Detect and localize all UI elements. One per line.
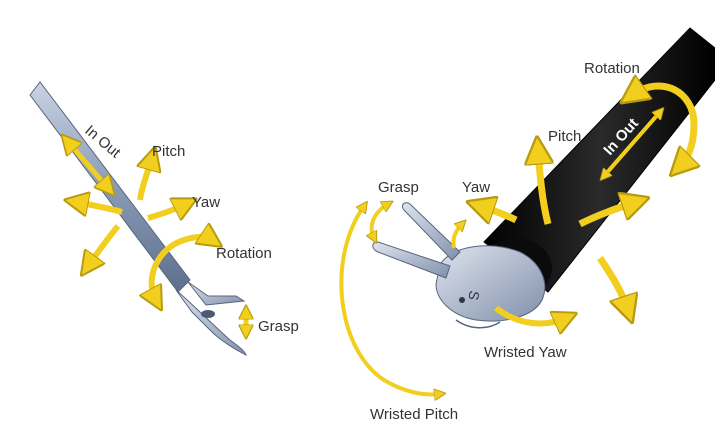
left-jaw-hole <box>201 310 215 318</box>
right-jaw-upper <box>402 203 460 260</box>
right-label-yaw: Yaw <box>462 179 490 196</box>
right-yaw-arrow <box>480 206 516 220</box>
left-pitch-arrow-down <box>88 226 118 266</box>
left-label-rotation: Rotation <box>216 245 272 262</box>
right-grasp-arrow <box>372 204 388 238</box>
left-jaw-upper <box>188 282 244 305</box>
right-label-wristed-pitch: Wristed Pitch <box>370 406 458 423</box>
right-wristed-pitch-arrow <box>341 206 440 394</box>
right-label-grasp: Grasp <box>378 179 419 196</box>
left-pitch-arrow <box>140 158 152 200</box>
left-yaw-arrow <box>148 204 186 218</box>
left-instrument: In Out Pitch Yaw Rotation Grasp <box>30 82 299 355</box>
right-wrist-small-arrow <box>453 224 462 248</box>
right-jaw-lower <box>373 242 450 278</box>
right-label-pitch: Pitch <box>548 128 581 145</box>
right-label-wristed-yaw: Wristed Yaw <box>484 344 567 361</box>
left-label-grasp: Grasp <box>258 318 299 335</box>
left-label-yaw: Yaw <box>192 194 220 211</box>
right-label-rotation: Rotation <box>584 60 640 77</box>
right-wrist-pin <box>459 297 465 303</box>
right-instrument: S Rotation In Out Pitch Yaw Grasp Wriste… <box>341 28 715 423</box>
left-shaft <box>30 82 190 292</box>
right-pitch-arrow-down <box>600 258 628 310</box>
left-label-pitch: Pitch <box>152 143 185 160</box>
